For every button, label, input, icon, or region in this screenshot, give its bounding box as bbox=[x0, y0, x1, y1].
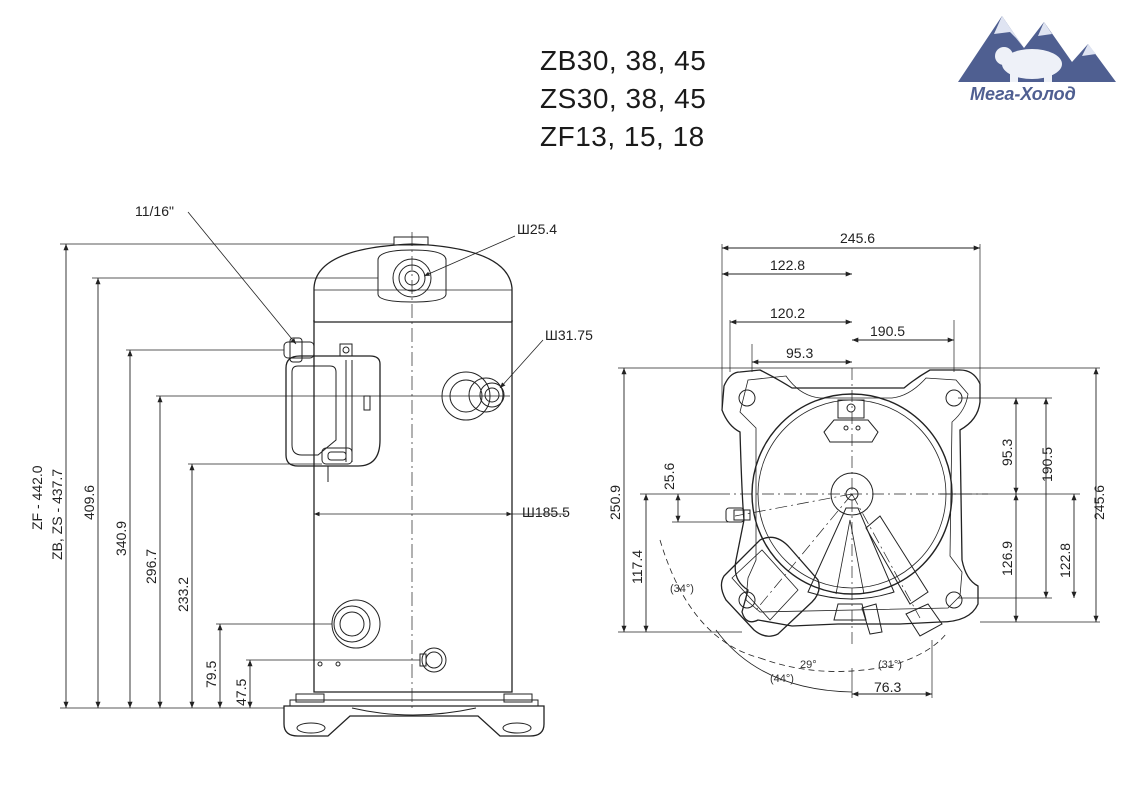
service-fitting bbox=[283, 337, 315, 363]
height-zf: ZF - 442.0 bbox=[29, 465, 45, 530]
title-zb: ZB30, 38, 45 bbox=[540, 45, 707, 76]
dim-120-2: 120.2 bbox=[770, 305, 805, 321]
top-view-labels: 245.6 122.8 120.2 190.5 95.3 250.9 25.6 … bbox=[607, 230, 1107, 695]
dim-126-9: 126.9 bbox=[999, 541, 1015, 576]
angle-34: (34°) bbox=[670, 583, 694, 595]
height-zb-zs: ZB, ZS - 437.7 bbox=[49, 469, 65, 560]
body-diameter: Ш185.5 bbox=[522, 504, 570, 520]
top-port-cap bbox=[393, 236, 429, 246]
dim-25-6: 25.6 bbox=[661, 463, 677, 490]
dim-95-3-top: 95.3 bbox=[786, 345, 813, 361]
side-fittings bbox=[725, 507, 943, 637]
mounting-base bbox=[283, 693, 545, 737]
dim-190-5-top: 190.5 bbox=[870, 323, 905, 339]
dim-296-7: 296.7 bbox=[143, 549, 159, 584]
side-view-labels: 11/16" Ш25.4 Ш31.75 Ш185.5 ZF - 442.0 ZB… bbox=[29, 203, 593, 706]
compressor-shell bbox=[313, 320, 513, 693]
brand-name: Мега-Холод bbox=[970, 84, 1076, 104]
fitting-size-label: 11/16" bbox=[135, 203, 174, 219]
model-titles: ZB30, 38, 45 ZS30, 38, 45 ZF13, 15, 18 bbox=[540, 42, 840, 156]
dim-250-9: 250.9 bbox=[607, 485, 623, 520]
brand-logo: Мега-Холод bbox=[958, 16, 1116, 104]
suction-arm bbox=[865, 515, 929, 605]
dim-122-8-right: 122.8 bbox=[1057, 543, 1073, 578]
top-suction-diameter: Ш25.4 bbox=[517, 221, 557, 237]
top-terminal bbox=[823, 399, 879, 443]
dim-76-3: 76.3 bbox=[874, 679, 901, 695]
dim-79-5: 79.5 bbox=[203, 661, 219, 688]
mounting-holes bbox=[738, 389, 963, 609]
bear-mountains-icon bbox=[958, 16, 1116, 82]
dim-190-5-right: 190.5 bbox=[1039, 447, 1055, 482]
dim-47-5: 47.5 bbox=[233, 679, 249, 706]
angle-44: (44°) bbox=[770, 673, 794, 685]
base-plate-outline bbox=[721, 369, 981, 627]
discharge-diameter: Ш31.75 bbox=[545, 327, 593, 343]
title-zf: ZF13, 15, 18 bbox=[540, 121, 705, 152]
top-view bbox=[618, 244, 1100, 698]
title-zs: ZS30, 38, 45 bbox=[540, 83, 707, 114]
angle-29: 29° bbox=[800, 659, 817, 671]
oil-fitting bbox=[419, 647, 447, 673]
angle-31: (31°) bbox=[878, 659, 902, 671]
dim-233-2: 233.2 bbox=[175, 577, 191, 612]
dim-245-6-right: 245.6 bbox=[1091, 485, 1107, 520]
compressor-dome bbox=[313, 243, 513, 322]
dim-95-3-right: 95.3 bbox=[999, 439, 1015, 466]
dim-245-6-top: 245.6 bbox=[840, 230, 875, 246]
dim-122-8-top: 122.8 bbox=[770, 257, 805, 273]
dim-409-6: 409.6 bbox=[81, 485, 97, 520]
side-view bbox=[60, 211, 566, 737]
dim-340-9: 340.9 bbox=[113, 521, 129, 556]
dim-117-4: 117.4 bbox=[629, 550, 645, 584]
terminal-box bbox=[285, 343, 381, 482]
discharge-cone bbox=[807, 507, 895, 600]
terminal-box-top bbox=[720, 536, 820, 637]
lower-suction-fitting bbox=[331, 599, 381, 649]
